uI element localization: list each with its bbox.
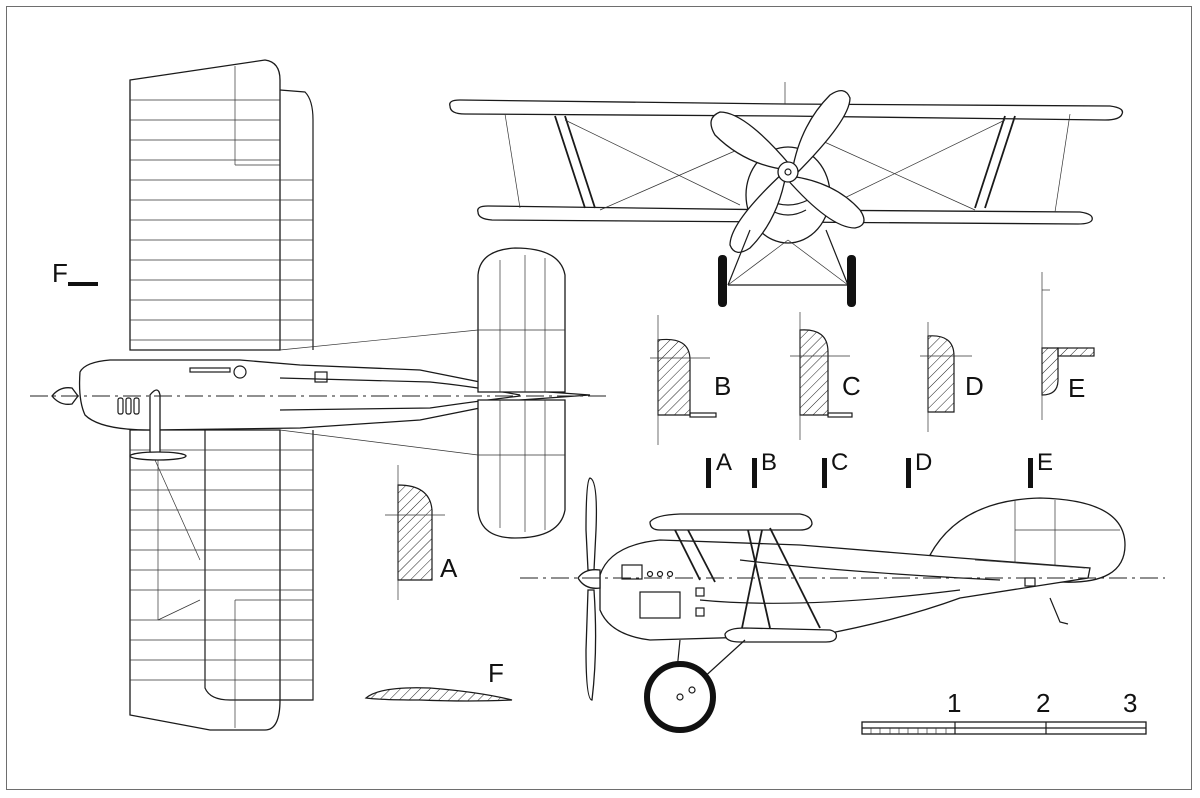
scale-tick-3: 3	[1123, 688, 1137, 718]
side-fuselage	[599, 539, 1091, 641]
front-upper-wing	[449, 99, 1124, 121]
front-prop-blade-4	[729, 171, 787, 253]
side-prop-lower	[585, 589, 597, 701]
plan-view	[30, 59, 610, 731]
side-spinner	[577, 569, 601, 589]
section-f: F	[364, 658, 513, 702]
section-d-label: D	[965, 371, 984, 401]
section-c-label: C	[842, 371, 861, 401]
section-b: B	[650, 315, 731, 445]
plan-wheel	[129, 451, 187, 461]
front-spinner	[777, 161, 799, 183]
cut-markers: A B C D E	[706, 449, 1053, 488]
plan-lower-wing-edge-top	[279, 89, 314, 350]
plan-lower-wing-bottom	[204, 430, 314, 701]
section-b-label: B	[714, 371, 731, 401]
drawing-frame	[6, 6, 1192, 790]
marker-f-label: F	[52, 258, 68, 288]
side-view	[520, 477, 1165, 733]
section-a-label: A	[440, 553, 458, 583]
marker-f-cut-line	[68, 282, 98, 286]
section-c: C	[790, 312, 861, 440]
section-f-label: F	[488, 658, 504, 688]
cut-marker-c: C	[831, 449, 848, 476]
section-d: D	[920, 322, 984, 432]
front-prop-blade-2	[791, 90, 851, 176]
front-prop-blade-1	[710, 111, 791, 171]
scale-bar: 1 2 3	[861, 688, 1147, 735]
side-prop-upper	[585, 477, 598, 571]
plan-tailplane-bottom	[477, 399, 566, 539]
front-prop-blade-3	[784, 175, 865, 229]
front-view	[449, 82, 1124, 307]
cut-marker-d: D	[915, 449, 932, 476]
side-lower-wing	[724, 627, 838, 643]
cut-marker-e: E	[1037, 449, 1053, 476]
front-wheel-right	[847, 255, 856, 307]
plan-upper-wing-top	[129, 59, 281, 351]
scale-tick-1: 1	[947, 688, 961, 718]
cut-marker-a: A	[716, 449, 732, 476]
cut-marker-b: B	[761, 449, 777, 476]
plan-engine-cylinders	[117, 397, 140, 415]
side-wheel	[644, 661, 716, 733]
plan-tailplane-top	[477, 247, 566, 393]
front-wheel-left	[718, 255, 727, 307]
section-a: A	[385, 465, 458, 600]
side-upper-wing	[649, 513, 813, 531]
scale-tick-2: 2	[1036, 688, 1050, 718]
plan-propeller	[149, 389, 161, 456]
plan-wing-ribs-top	[130, 99, 313, 341]
section-e: E	[1041, 272, 1095, 420]
section-e-label: E	[1068, 373, 1085, 403]
